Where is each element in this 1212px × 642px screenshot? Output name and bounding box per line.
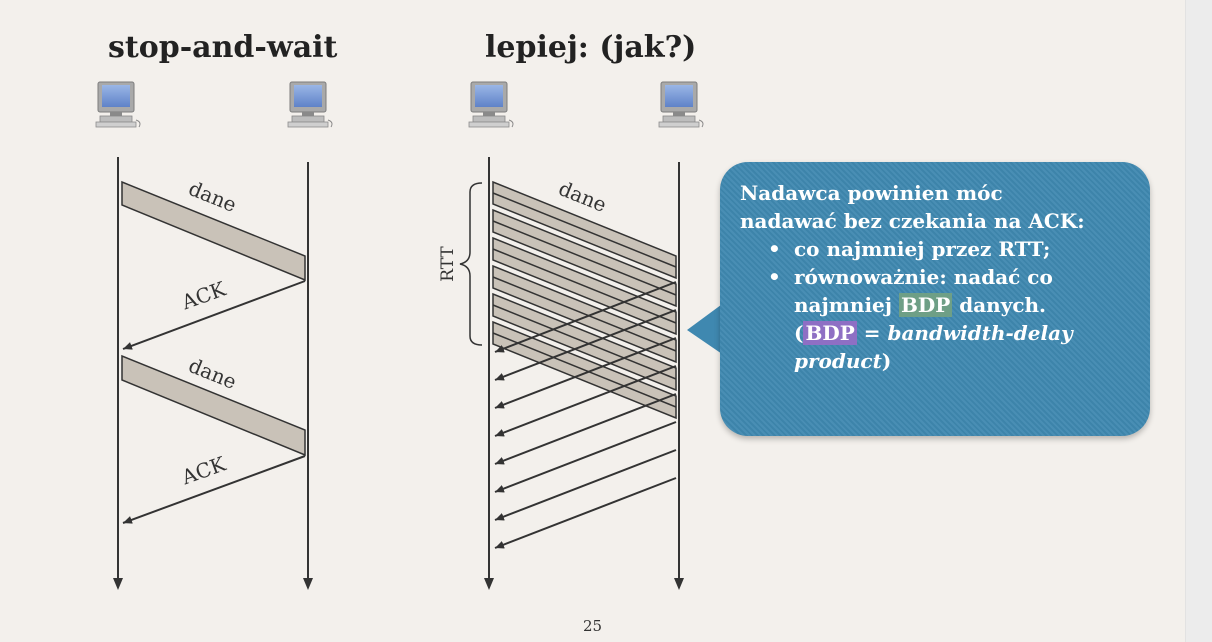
computer-icon	[287, 81, 333, 128]
callout-bullet: • co najmniej przez RTT;	[740, 235, 1136, 263]
callout-box: Nadawca powinien móc nadawać bez czekani…	[720, 162, 1150, 436]
callout-line: nadawać bez czekania na ACK:	[740, 209, 1085, 233]
callout-definition-continued: product)	[740, 347, 1136, 375]
ack-arrow	[494, 393, 677, 465]
arrowhead	[674, 578, 684, 590]
data-packet	[121, 354, 306, 457]
ack-arrow	[494, 477, 677, 549]
ack-arrow	[494, 337, 677, 409]
arrowhead	[484, 578, 494, 590]
bullet-text: danych.	[952, 293, 1047, 317]
ack-label: ACK	[178, 451, 230, 490]
stop-and-wait-title: stop-and-wait	[108, 30, 338, 65]
callout-definition: (BDP = bandwidth-delay	[740, 319, 1136, 347]
packet-edge	[492, 220, 677, 296]
timing-diagram: dane ACK dane ACK dane RTT	[95, 81, 704, 590]
callout-pointer	[687, 302, 725, 356]
definition-text: bandwidth-delay	[887, 321, 1073, 345]
bdp-highlight: BDP	[898, 293, 953, 317]
bullet-icon: •	[768, 265, 781, 289]
callout-bullet-continued: najmniej BDP danych.	[740, 291, 1136, 319]
ack-arrow	[122, 455, 306, 524]
paren: )	[881, 349, 892, 373]
bullet-text: najmniej	[794, 293, 899, 317]
callout-line: Nadawca powinien móc	[740, 181, 1003, 205]
arrowhead	[303, 578, 313, 590]
callout-bullet: • równoważnie: nadać co	[740, 263, 1136, 291]
definition-text: product	[794, 349, 882, 373]
bullet-text: co najmniej przez RTT;	[794, 237, 1051, 261]
ack-arrow	[494, 449, 677, 521]
packet-edge	[492, 192, 677, 268]
scrollbar-track[interactable]	[1185, 0, 1212, 642]
rtt-brace	[459, 182, 483, 346]
packet-edge	[492, 332, 677, 408]
packet-edge	[492, 304, 677, 380]
ack-arrow	[494, 281, 677, 353]
arrowhead	[113, 578, 123, 590]
computer-icon	[658, 81, 704, 128]
data-packet	[121, 180, 306, 282]
computer-icon	[95, 81, 141, 128]
bullet-text: równoważnie: nadać co	[794, 265, 1053, 289]
ack-arrow	[494, 309, 677, 381]
better-title: lepiej: (jak?)	[485, 30, 697, 65]
bdp-highlight: BDP	[803, 321, 857, 345]
ack-arrow	[494, 365, 677, 437]
rtt-label: RTT	[438, 246, 458, 282]
packet-edge	[492, 248, 677, 324]
slide: stop-and-wait lepiej: (jak?)	[95, 30, 1150, 635]
ack-label: ACK	[178, 276, 230, 315]
page-number: 25	[582, 617, 603, 635]
equals-sign: =	[856, 321, 888, 345]
paren: (	[794, 321, 804, 345]
packet-edge	[492, 276, 677, 352]
ack-arrow	[122, 280, 306, 350]
ack-arrow	[494, 421, 677, 493]
computer-icon	[468, 81, 514, 128]
bullet-icon: •	[768, 237, 781, 261]
